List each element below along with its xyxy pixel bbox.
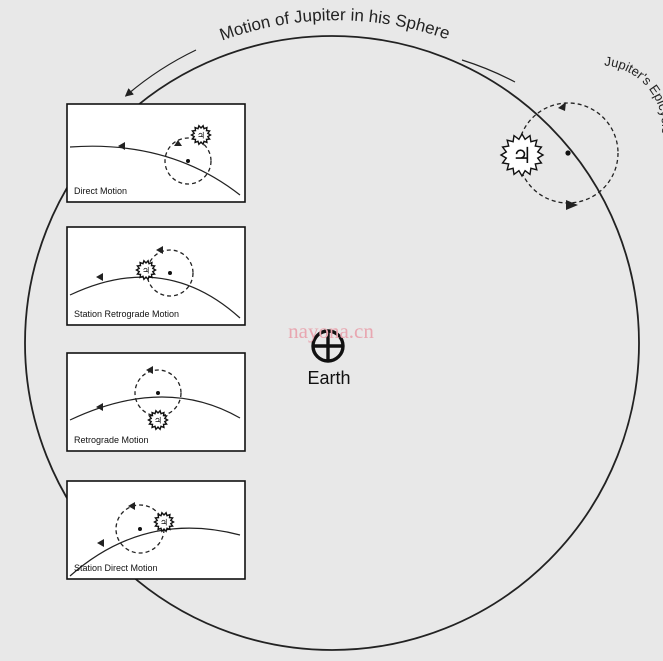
epicycle-arrow-icon [146,366,153,374]
jupiter-sphere-circle [24,35,640,651]
arc-arrow-icon [96,403,103,411]
epicycle-label: Jupiter's Epicycle [604,54,663,135]
panel-label: Retrograde Motion [74,435,149,445]
motion-panel: ♃ Retrograde Motion [66,352,246,452]
jupiter-planet-large-icon: ♃ [499,132,545,178]
motion-panel: ♃ Station Direct Motion [66,480,246,580]
panel-label: Station Direct Motion [74,563,158,573]
sphere-title: Motion of Jupiter in his Sphere [217,5,452,44]
epicycle-arrow-icon [128,502,135,510]
earth-icon [311,329,345,363]
jupiter-planet-icon: ♃ [147,409,169,431]
panel-label: Station Retrograde Motion [74,309,179,319]
panel-frame [66,352,246,452]
arc-arrow-icon [97,539,104,547]
jupiter-symbol-small: ♃ [154,417,162,427]
deferent-arc [69,145,241,196]
epicycle-circle [164,137,212,185]
deferent-arc [69,276,241,319]
motion-panels: ♃ Direct Motion ♃ Station Retrograde Motion… [66,103,246,580]
jupiter-symbol-small: ♃ [142,267,150,277]
epicycle-arrow-bottom-icon [566,200,578,210]
jupiter-symbol-small: ♃ [160,519,168,529]
motion-panel: ♃ Station Retrograde Motion [66,226,246,326]
title-arc-line-right [461,59,516,83]
panel-frame [66,103,246,203]
motion-panel: ♃ Direct Motion [66,103,246,203]
jupiter-planet-icon: ♃ [135,259,157,281]
deferent-arc [69,527,241,577]
jupiter-symbol-small: ♃ [197,132,205,142]
jupiter-planet-icon: ♃ [190,124,212,146]
earth-label: Earth [307,368,350,388]
panel-frame [66,226,246,326]
watermark: nayona.cn [288,319,374,343]
epicycle-center-dot [156,391,160,395]
deferent-arc [69,396,241,421]
epicycle-arrow-icon [174,140,182,146]
arc-arrow-icon [96,273,103,281]
title-arc-arrow [124,49,197,97]
panel-label: Direct Motion [74,186,127,196]
epicycle-center-dot [138,527,142,531]
epicycle-center-dot [565,150,571,156]
epicycle-center-dot [168,271,172,275]
epicycle-arrow-top-icon [558,102,566,111]
arc-arrow-icon [118,142,125,150]
jupiter-symbol-large: ♃ [512,144,532,169]
epicycle-arrow-icon [156,246,163,254]
jupiter-planet-icon: ♃ [153,511,175,533]
epicycle-center-dot [186,159,190,163]
